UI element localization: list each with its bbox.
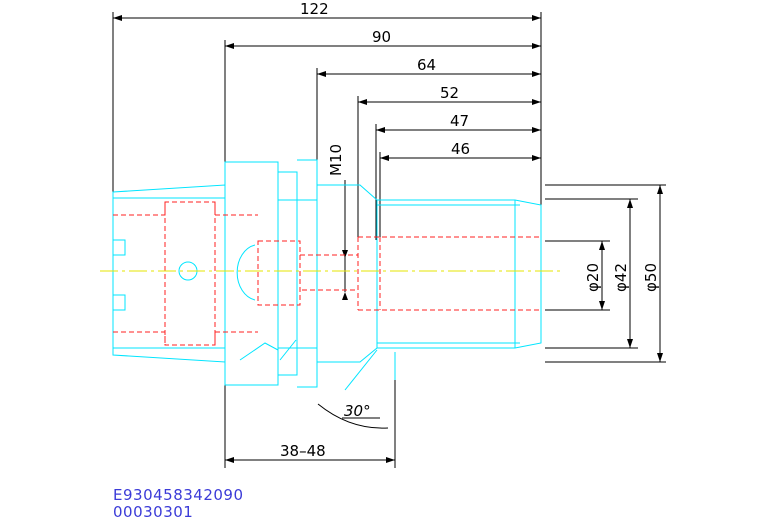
- dim-thread: M10: [327, 144, 345, 176]
- part-outline: [112, 159, 542, 391]
- code-line-1: E930458342090: [113, 486, 244, 504]
- dim-90: 90: [372, 28, 391, 46]
- dim-range: 38–48: [280, 442, 326, 460]
- dim-dia42: φ42: [612, 263, 630, 292]
- code-line-2: 00030301: [113, 503, 194, 521]
- dim-52: 52: [440, 84, 459, 102]
- dim-46: 46: [451, 140, 470, 158]
- arrowheads: [113, 15, 663, 463]
- hidden-lines: [113, 201, 541, 346]
- dim-64: 64: [417, 56, 436, 74]
- dim-dia50: φ50: [642, 263, 660, 292]
- dim-dia20: φ20: [584, 263, 602, 292]
- dim-angle: 30°: [344, 402, 371, 420]
- part-codes: E930458342090 00030301: [113, 487, 244, 521]
- dimension-lines: [112, 12, 666, 468]
- dim-47: 47: [450, 112, 469, 130]
- dim-122: 122: [300, 0, 329, 18]
